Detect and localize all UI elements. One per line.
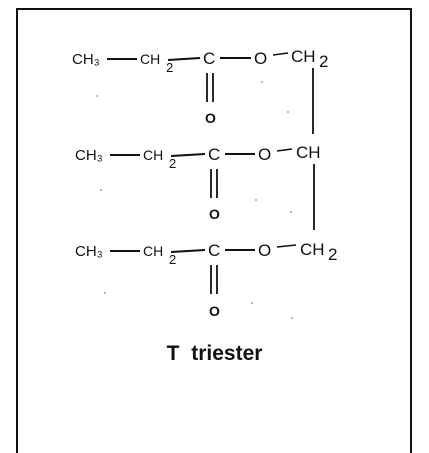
ch2-group-3: CH <box>143 243 163 259</box>
ester-oxygen-2: O <box>258 145 271 164</box>
ch3-group-2: CH₃ <box>75 147 103 164</box>
bond-o-ch-2 <box>276 148 293 152</box>
ester-row-2: CH₃ CH 2 C O CH O <box>75 143 321 222</box>
carbonyl-oxygen-2: O <box>209 206 220 222</box>
glycerol-ch2-bottom-subscript: 2 <box>328 245 337 264</box>
ester-row-3: CH₃ CH 2 C O CH 2 O <box>75 240 337 319</box>
ch2-group-2: CH <box>143 147 163 163</box>
diagram-frame <box>16 8 412 453</box>
ester-oxygen-1: O <box>254 49 267 68</box>
ester-oxygen-3: O <box>258 241 271 260</box>
bond-o-ch2-3 <box>276 244 297 248</box>
ch2-group-1: CH <box>140 51 160 67</box>
glycerol-ch2-top-subscript: 2 <box>319 52 328 71</box>
ch2-subscript-3: 2 <box>169 252 176 267</box>
ch3-group-1: CH₃ <box>72 51 100 68</box>
bond-ch2-c-3 <box>170 249 206 253</box>
bond-o-ch2-1 <box>272 52 289 56</box>
scan-noise <box>96 81 293 319</box>
ch3-group-3: CH₃ <box>75 243 103 260</box>
glycerol-ch2-top: CH <box>291 47 316 66</box>
ch2-subscript-1: 2 <box>166 60 173 75</box>
glycerol-ch-middle: CH <box>296 143 321 162</box>
ester-row-1: CH₃ CH 2 C O CH 2 O <box>72 47 328 126</box>
carbonyl-oxygen-1: O <box>205 110 216 126</box>
ch2-subscript-2: 2 <box>169 156 176 171</box>
bond-ch2-c-1 <box>167 57 201 61</box>
carbonyl-carbon-2: C <box>208 145 220 164</box>
carbonyl-oxygen-3: O <box>209 303 220 319</box>
glycerol-ch2-bottom: CH <box>300 240 325 259</box>
diagram-title: T triester <box>166 342 263 365</box>
carbonyl-carbon-3: C <box>208 241 220 260</box>
bond-ch2-c-2 <box>170 153 206 157</box>
carbonyl-carbon-1: C <box>203 49 215 68</box>
